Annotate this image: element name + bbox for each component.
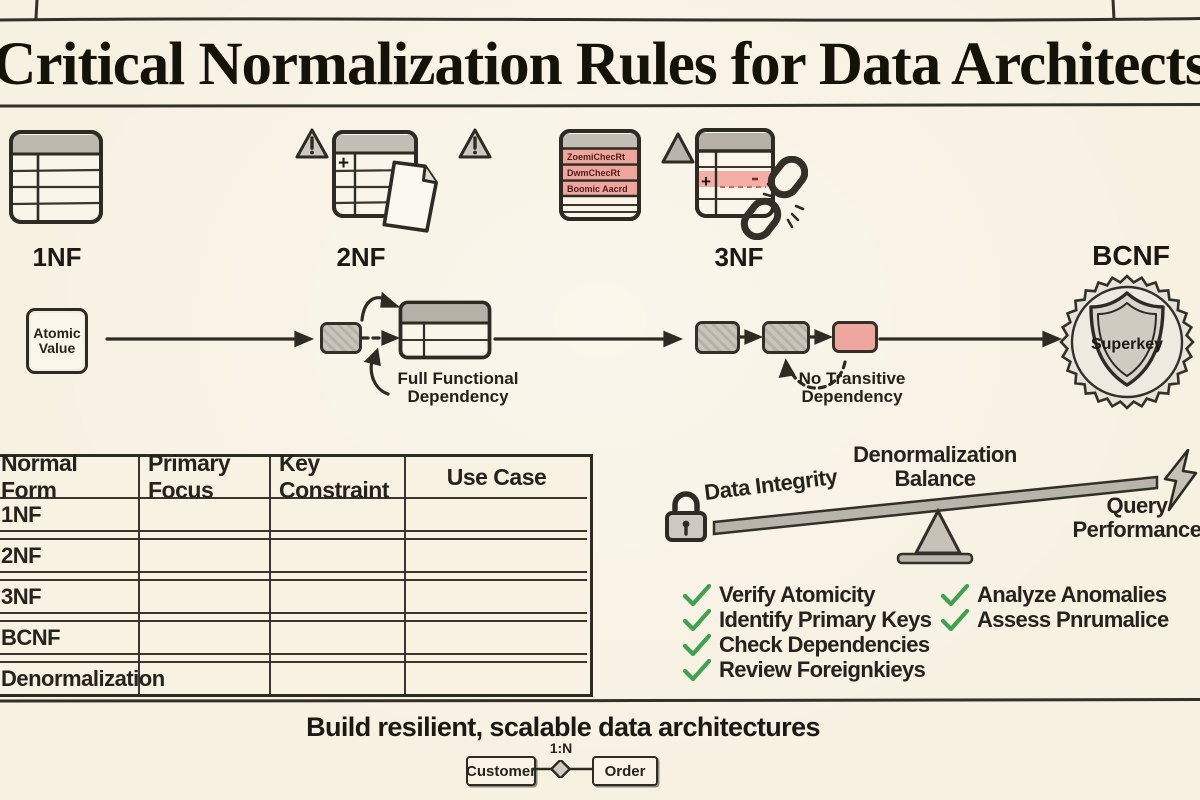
top-rule-line [0,17,1200,22]
row-label-cell: 1NF [0,499,140,532]
checklist-item: Assess Pnrumalice [941,606,1169,632]
stage-label-1nf: 1NF [32,242,82,272]
table-header-cell: Key Constraint [271,450,406,503]
bcnf-superkey-badge: Superkey [1059,274,1195,410]
corner-tick-right [1111,0,1116,21]
seesaw-balance [712,475,1159,565]
table-divider-row [0,614,590,622]
stage-label-3nf: 3NF [714,242,764,272]
checklist-item-label: Analyze Anomalies [977,581,1167,607]
flow-box-gray-2 [762,321,810,354]
plus-mark: + [701,172,711,191]
denormalization-balance-title: Denormalization Balance [853,442,1017,491]
er-relationship-connector [532,760,592,778]
checklist-item: Analyze Anomalies [941,581,1169,607]
table-row: 1NF [0,499,590,532]
query-performance-label: Query Performance [1072,493,1200,542]
table-header-cell: Use Case [406,457,587,499]
flow-box-transitive-red [832,321,878,353]
checklist-item: Check Dependencies [683,631,931,657]
table-row: BCNF [0,622,590,655]
flow-table-icon [398,300,492,360]
check-icon [683,583,711,606]
no-transitive-dependency-label: No Transitive Dependency [798,369,906,407]
checklist-right-column: Analyze Anomalies Assess Pnrumalice [941,581,1169,632]
table-divider-row [0,573,590,581]
row-label-cell: 2NF [0,540,140,573]
table-icon-anomalies: ZoemiChecRt DwmChecRt Boomic Aacrd [559,129,641,221]
plain-triangle-icon [661,132,695,164]
row-label-cell: 3NF [0,581,140,614]
er-cardinality-label: 1:N [549,740,573,756]
checklist-item-label: Review Foreignkieys [719,656,926,682]
stage-label-bcnf: BCNF [1092,240,1170,271]
table-divider-row [0,532,590,540]
table-icon-1nf [9,130,103,224]
footer-rule-line [0,698,1200,703]
full-functional-dependency-label: Full Functional Dependency [397,369,519,407]
table-header-row: Normal Form Primary Focus Key Constraint… [0,450,590,503]
corner-tick-left [34,0,39,20]
checklist-left-column: Verify Atomicity Identify Primary Keys C… [683,581,932,682]
document-icon [382,160,439,233]
checklist-item-label: Check Dependencies [719,631,930,657]
checklist-item-label: Verify Atomicity [719,581,875,607]
table-row: Denormalization [0,663,590,694]
check-icon [683,633,711,656]
warning-triangle-icon [458,128,492,159]
table-header-cell: Primary Focus [140,450,271,503]
checklist-item-label: Assess Pnrumalice [977,606,1169,632]
comparison-table: Normal Form Primary Focus Key Constraint… [0,450,593,697]
title-bottom-rule-line [0,103,1200,108]
flow-box-key [320,322,362,354]
table-row: 3NF [0,581,590,614]
table-divider-row [0,655,590,663]
table-icon-3nf: + [695,128,775,218]
checklist-item: Review Foreignkieys [683,656,931,682]
seesaw-beam [712,475,1159,536]
table-header-cell: Normal Form [0,450,140,503]
row-label-cell: Denormalization [0,663,165,694]
page-title: Critical Normalization Rules for Data Ar… [0,31,1200,98]
check-icon [683,658,711,681]
lock-icon [665,491,707,542]
warning-triangle-icon [295,128,329,159]
checklist-item: Verify Atomicity [683,581,931,607]
broken-chain-icon [740,156,808,240]
checklist-item-label: Identify Primary Keys [719,606,932,632]
check-icon [941,583,969,606]
er-entity-customer: Customer [466,756,536,786]
seesaw-base [896,552,974,565]
anomaly-row-text: Boomic Aacrd [567,184,628,194]
check-icon [683,608,711,631]
plus-mark: + [338,153,349,174]
stage-label-2nf: 2NF [336,242,386,272]
badge-label: Superkey [1091,336,1163,353]
atomic-value-box: Atomic Value [26,308,88,374]
row-label-cell: BCNF [0,622,140,655]
flow-box-gray-1 [695,321,740,354]
table-row: 2NF [0,540,590,573]
seesaw-fulcrum [913,507,963,555]
check-icon [941,608,969,631]
lightning-icon [1163,449,1198,512]
checklist-item: Identify Primary Keys [683,606,932,632]
anomaly-row-text: ZoemiChecRt [567,152,625,162]
er-entity-order: Order [592,756,658,786]
flow-arrows [105,291,1063,396]
anomaly-row-text: DwmChecRt [567,168,620,178]
footer-tagline: Build resilient, scalable data architect… [306,712,820,742]
